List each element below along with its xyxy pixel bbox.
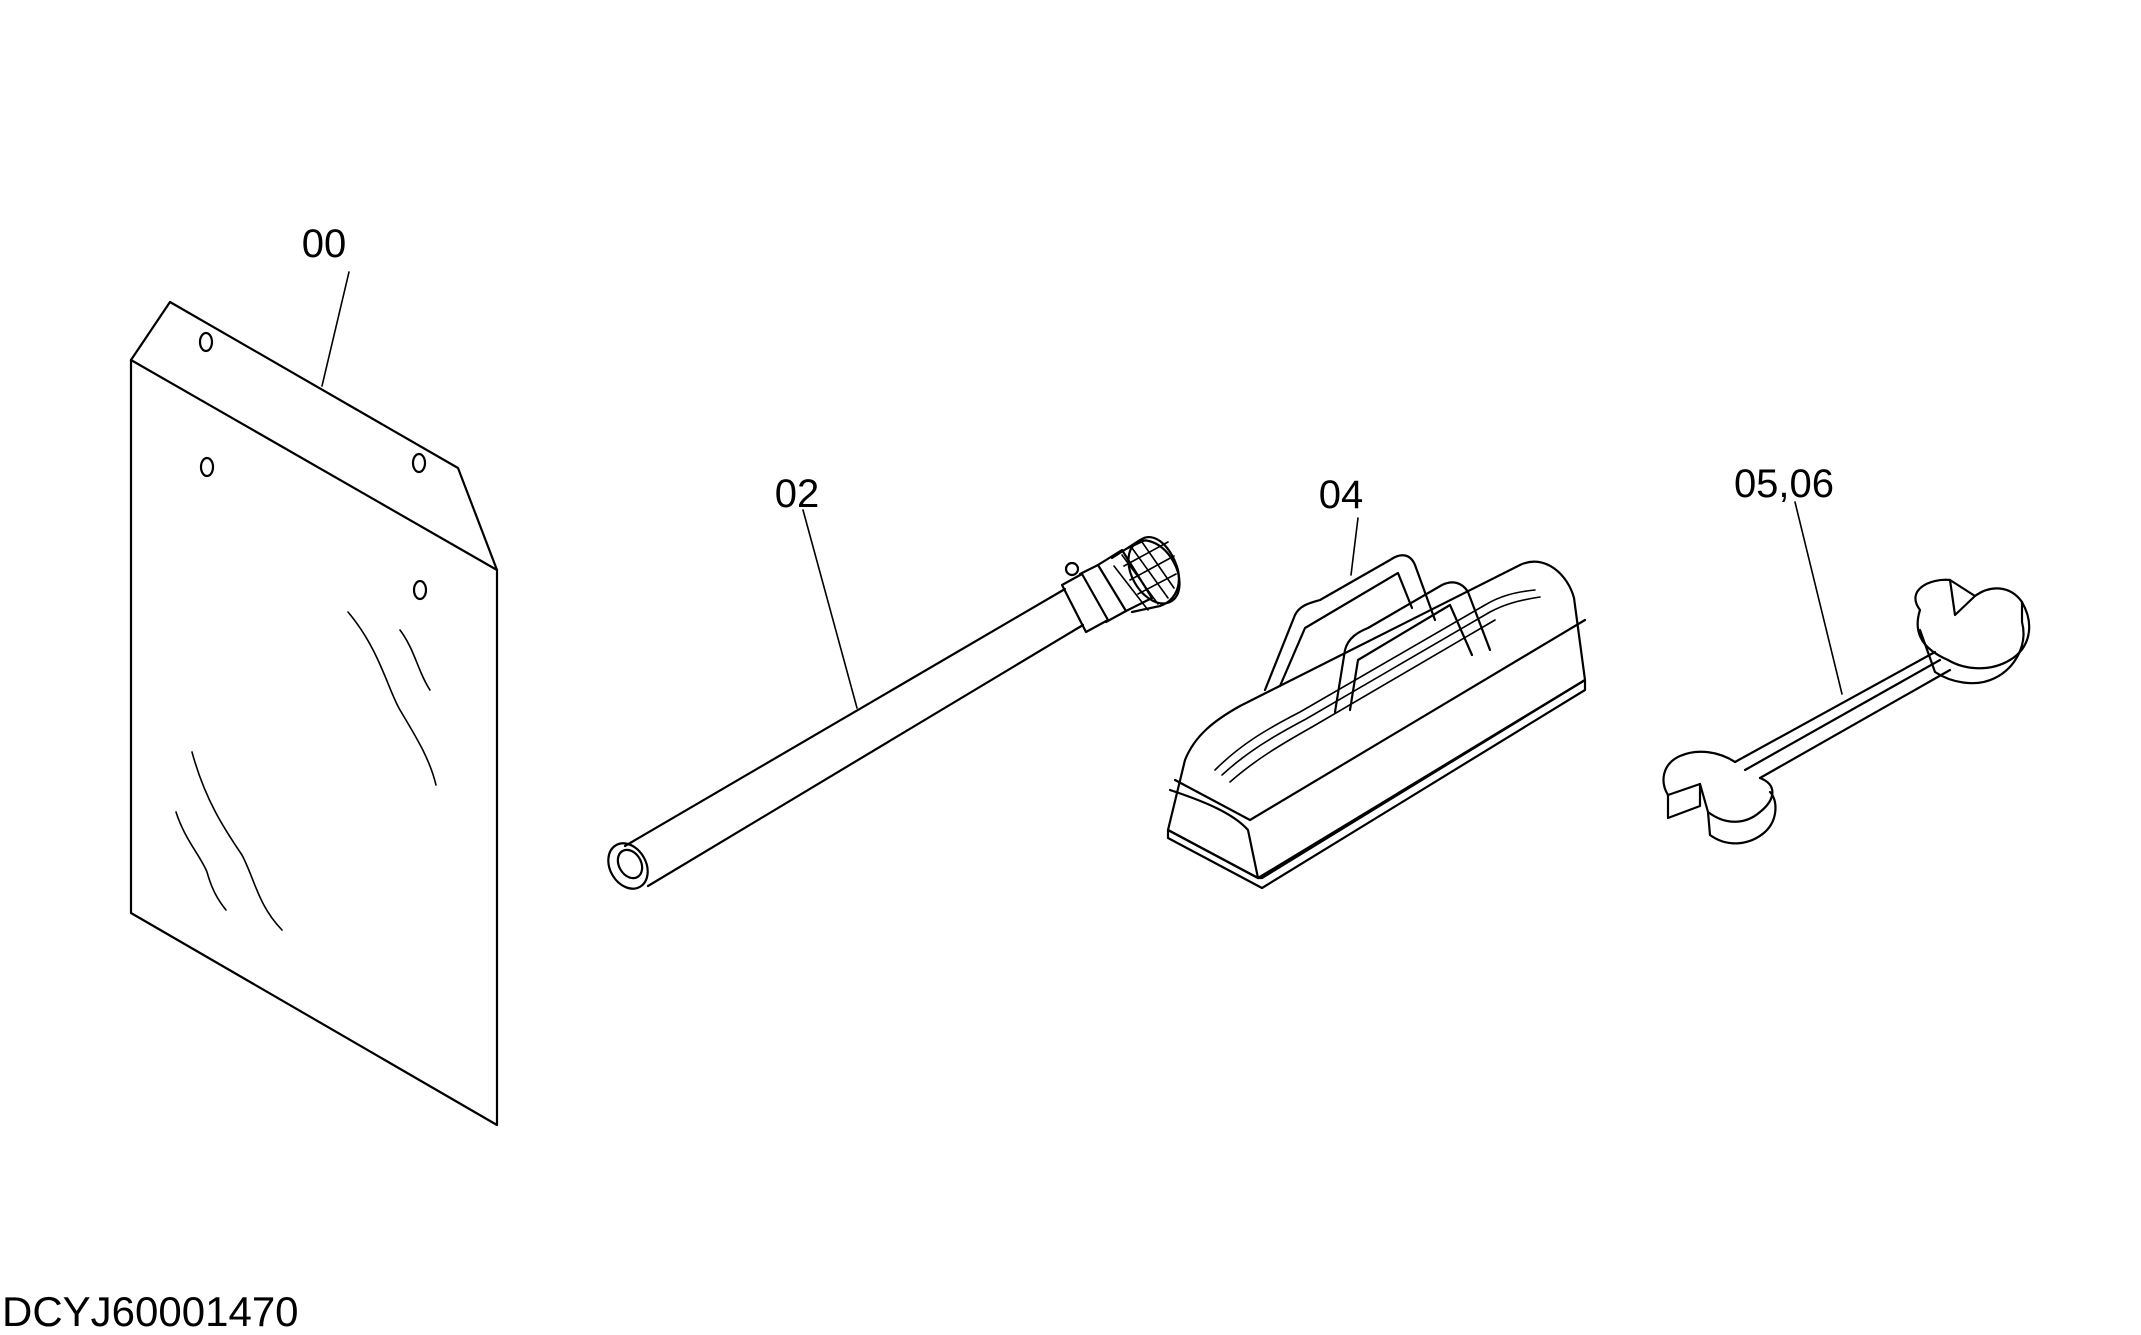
wrench-part bbox=[1662, 578, 2031, 845]
leader-line-02 bbox=[802, 509, 858, 709]
leader-line-05-06 bbox=[1794, 501, 1843, 695]
label-05-06: 05,06 bbox=[1734, 462, 1834, 506]
manual-sleeve-part bbox=[129, 300, 499, 1127]
label-04: 04 bbox=[1319, 473, 1364, 517]
label-00: 00 bbox=[302, 222, 347, 266]
pipe-part bbox=[607, 536, 1181, 890]
label-02: 02 bbox=[775, 472, 820, 516]
leader-line-04 bbox=[1350, 517, 1359, 576]
drawing-code: DCYJ60001470 bbox=[2, 1288, 299, 1335]
leader-line-00 bbox=[321, 271, 350, 387]
tool-bag-part bbox=[1166, 554, 1587, 890]
